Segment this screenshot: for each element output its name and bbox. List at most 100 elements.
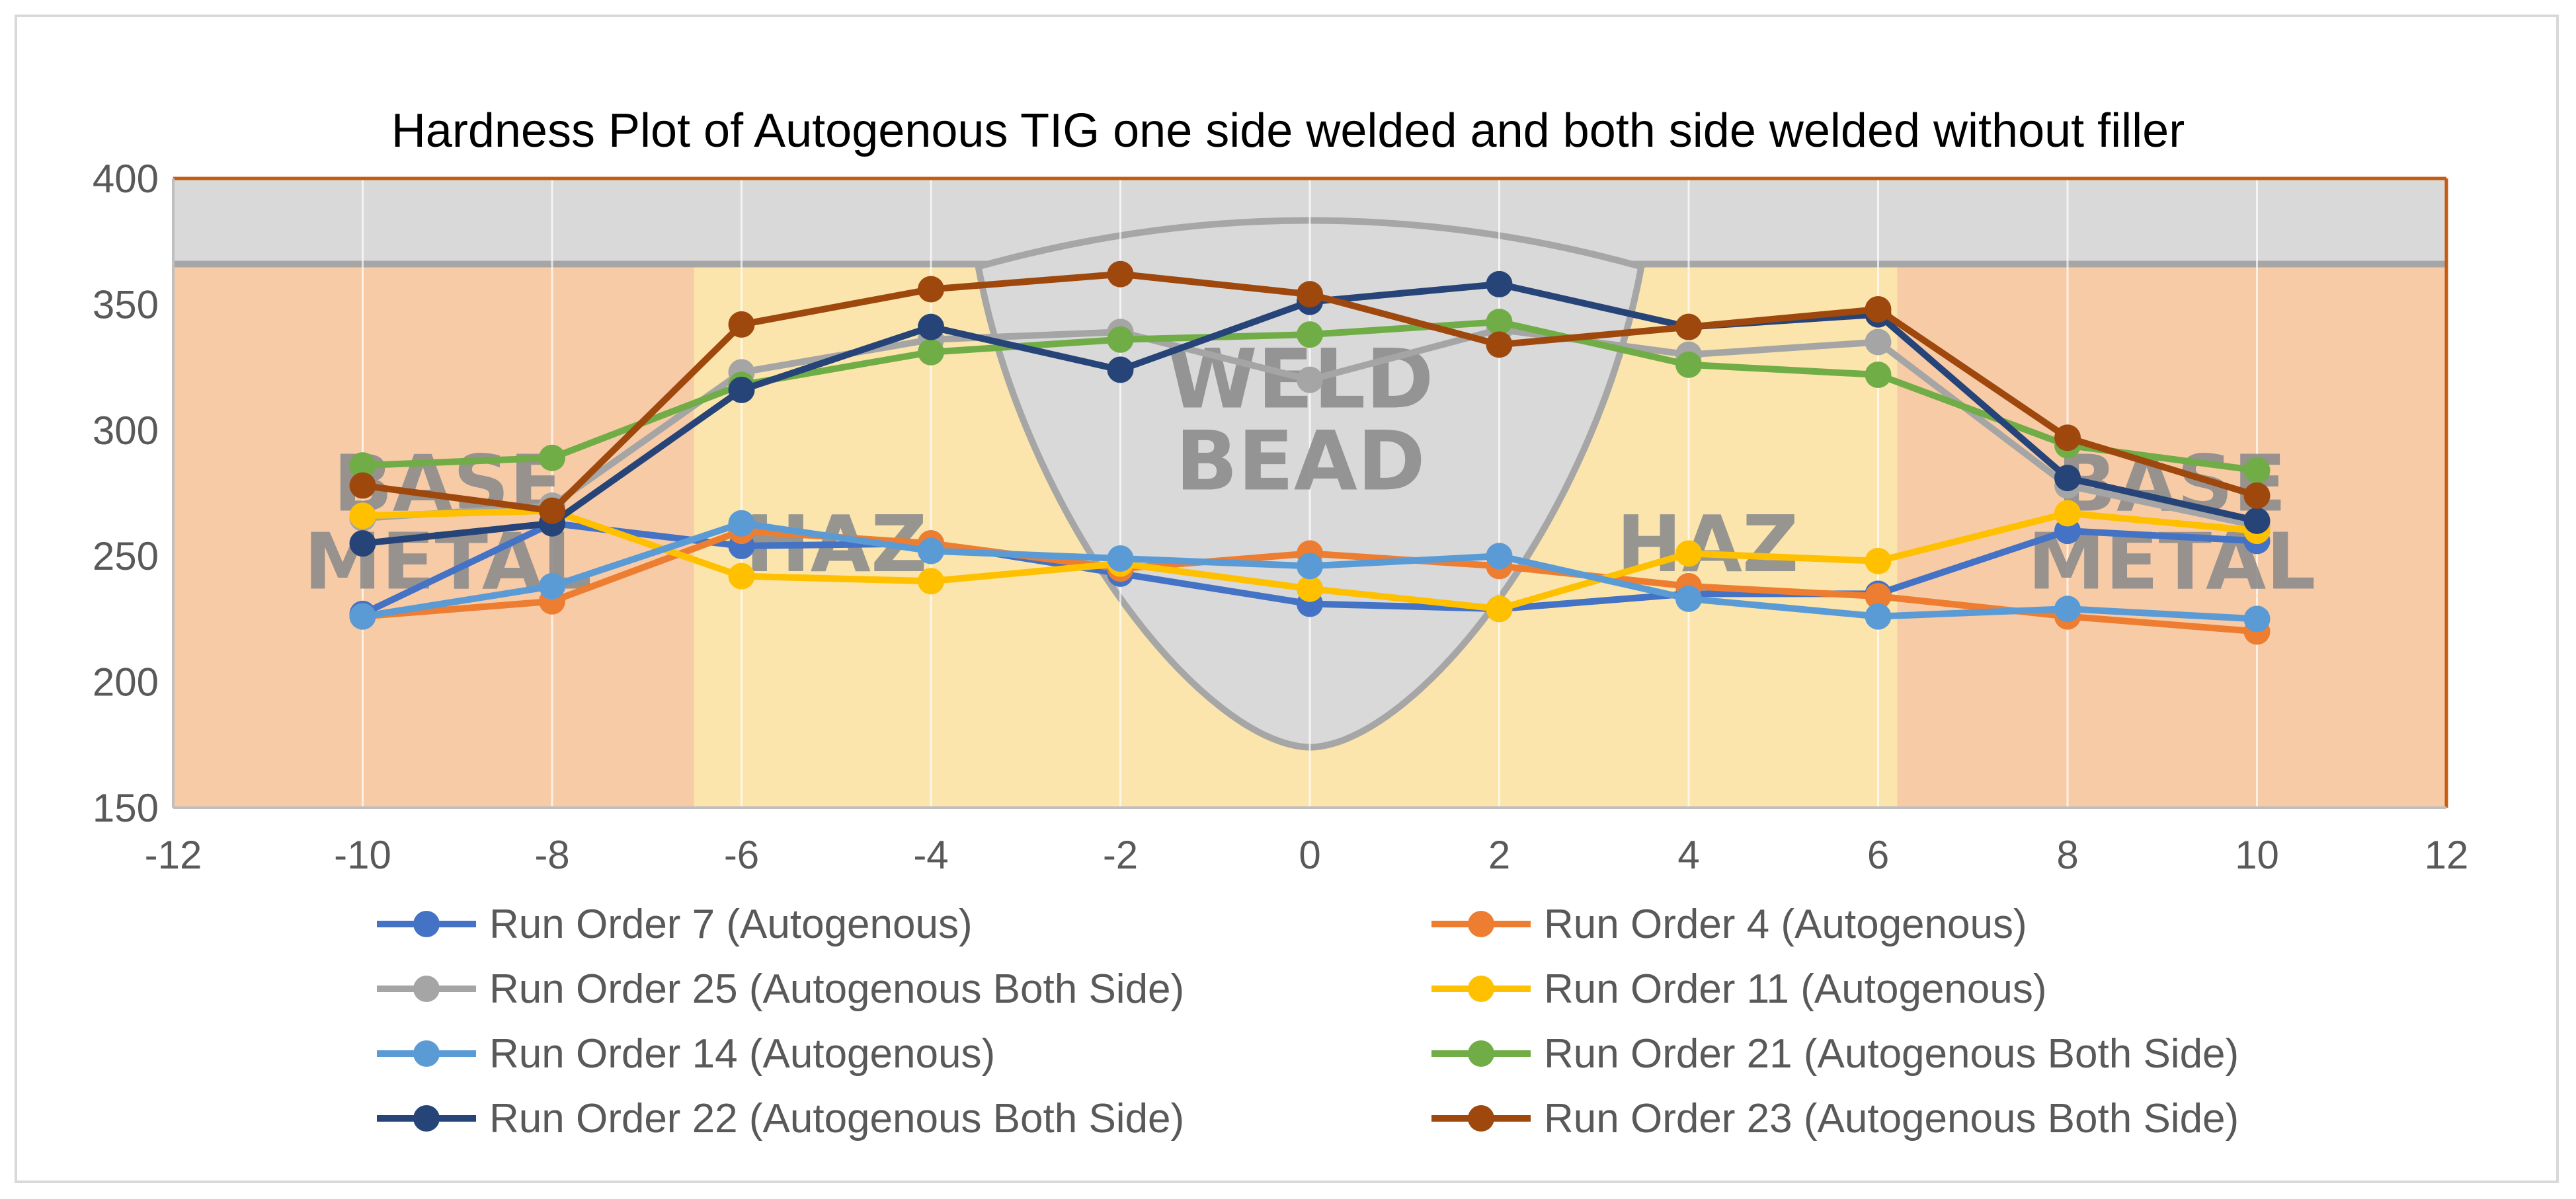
data-point — [1107, 260, 1134, 288]
data-point — [539, 444, 565, 471]
x-tick-label: 4 — [1677, 833, 1699, 877]
y-tick-label: 150 — [93, 786, 159, 830]
legend-label: Run Order 25 (Autogenous Both Side) — [489, 966, 1184, 1012]
data-point — [918, 537, 944, 564]
data-point — [1675, 540, 1702, 567]
y-tick-label: 350 — [93, 282, 159, 327]
data-point — [2054, 596, 2081, 623]
axes-layer — [172, 176, 2448, 809]
legend-item-3: Run Order 11 (Autogenous) — [1431, 966, 2047, 1012]
legend-item-2: Run Order 25 (Autogenous Both Side) — [377, 966, 1184, 1012]
x-tick-label: -2 — [1103, 833, 1138, 877]
data-point — [2054, 500, 2081, 527]
x-tick-label: 8 — [2056, 833, 2078, 877]
x-tick-label: -4 — [913, 833, 948, 877]
data-point — [1675, 585, 1702, 612]
data-point — [1107, 326, 1134, 353]
data-point — [349, 452, 376, 479]
series-layer — [349, 260, 2271, 645]
legend-item-7: Run Order 23 (Autogenous Both Side) — [1431, 1096, 2239, 1141]
chart-title: Hardness Plot of Autogenous TIG one side… — [391, 104, 2185, 157]
legend-item-1: Run Order 4 (Autogenous) — [1431, 902, 2027, 947]
x-tick-label: -6 — [724, 833, 759, 877]
data-point — [918, 338, 944, 366]
data-point — [1486, 331, 1513, 358]
data-point — [349, 530, 376, 557]
legend-swatch-marker — [1468, 976, 1494, 1002]
y-tick-label: 400 — [93, 157, 159, 201]
legend-item-5: Run Order 21 (Autogenous Both Side) — [1431, 1031, 2239, 1077]
data-point — [349, 603, 376, 630]
data-point — [1865, 329, 1892, 356]
data-point — [918, 568, 944, 595]
legend-swatch-marker — [1468, 1040, 1494, 1067]
legend-item-0: Run Order 7 (Autogenous) — [377, 902, 973, 947]
y-tick-label: 200 — [93, 660, 159, 705]
data-point — [539, 497, 565, 524]
zone-label-haz-right: HAZ — [1617, 498, 1799, 590]
data-point — [1107, 356, 1134, 383]
legend-label: Run Order 22 (Autogenous Both Side) — [489, 1096, 1184, 1141]
data-point — [1297, 281, 1323, 308]
data-point — [2243, 457, 2271, 484]
legend-swatch-marker — [1468, 911, 1494, 937]
data-point — [349, 472, 376, 499]
data-point — [2243, 605, 2271, 633]
data-point — [1675, 351, 1702, 378]
data-point — [918, 313, 944, 340]
legend-swatch-marker — [413, 1040, 440, 1067]
data-point — [1297, 366, 1323, 393]
legend-swatch-marker — [1468, 1105, 1494, 1132]
legend-label: Run Order 4 (Autogenous) — [1544, 902, 2027, 947]
data-point — [2054, 465, 2081, 492]
data-point — [1865, 296, 1892, 323]
data-point — [1107, 545, 1134, 572]
x-tick-label: 6 — [1867, 833, 1889, 877]
data-point — [1297, 321, 1323, 348]
legend-label: Run Order 21 (Autogenous Both Side) — [1544, 1031, 2239, 1077]
legend-swatch-marker — [413, 976, 440, 1002]
data-point — [1865, 583, 1892, 610]
data-point — [1486, 309, 1513, 336]
data-point — [2054, 424, 2081, 451]
data-point — [2243, 507, 2271, 534]
x-tick-label: 12 — [2425, 833, 2469, 877]
y-tick-label: 250 — [93, 534, 159, 578]
y-tick-label: 300 — [93, 408, 159, 453]
legend-swatch-marker — [413, 911, 440, 937]
data-point — [1865, 362, 1892, 389]
data-point — [728, 562, 755, 590]
data-point — [1297, 553, 1323, 580]
legend-label: Run Order 23 (Autogenous Both Side) — [1544, 1096, 2239, 1141]
legend-item-6: Run Order 22 (Autogenous Both Side) — [377, 1096, 1184, 1141]
series-4 — [349, 510, 2271, 633]
data-point — [1486, 543, 1513, 570]
x-tick-label: 10 — [2235, 833, 2279, 877]
data-point — [728, 510, 755, 537]
data-point — [1865, 547, 1892, 574]
data-point — [349, 502, 376, 529]
data-point — [1297, 575, 1323, 602]
x-tick-label: 2 — [1488, 833, 1510, 877]
data-point — [539, 572, 565, 600]
data-point — [1486, 596, 1513, 623]
legend: Run Order 7 (Autogenous) Run Order 4 (Aut… — [377, 902, 2239, 1141]
data-point — [918, 276, 944, 303]
data-point — [728, 311, 755, 338]
data-point — [1486, 270, 1513, 297]
legend-item-4: Run Order 14 (Autogenous) — [377, 1031, 995, 1077]
data-point — [728, 376, 755, 403]
data-point — [2243, 482, 2271, 509]
legend-swatch-marker — [413, 1105, 440, 1132]
x-tick-label: 0 — [1299, 833, 1320, 877]
x-tick-label: -8 — [534, 833, 569, 877]
x-tick-label: -10 — [334, 833, 391, 877]
data-point — [1675, 313, 1702, 340]
legend-label: Run Order 11 (Autogenous) — [1544, 966, 2047, 1012]
series-7 — [349, 260, 2271, 524]
series-3 — [349, 497, 2271, 623]
legend-label: Run Order 7 (Autogenous) — [489, 902, 973, 947]
data-point — [1865, 603, 1892, 630]
